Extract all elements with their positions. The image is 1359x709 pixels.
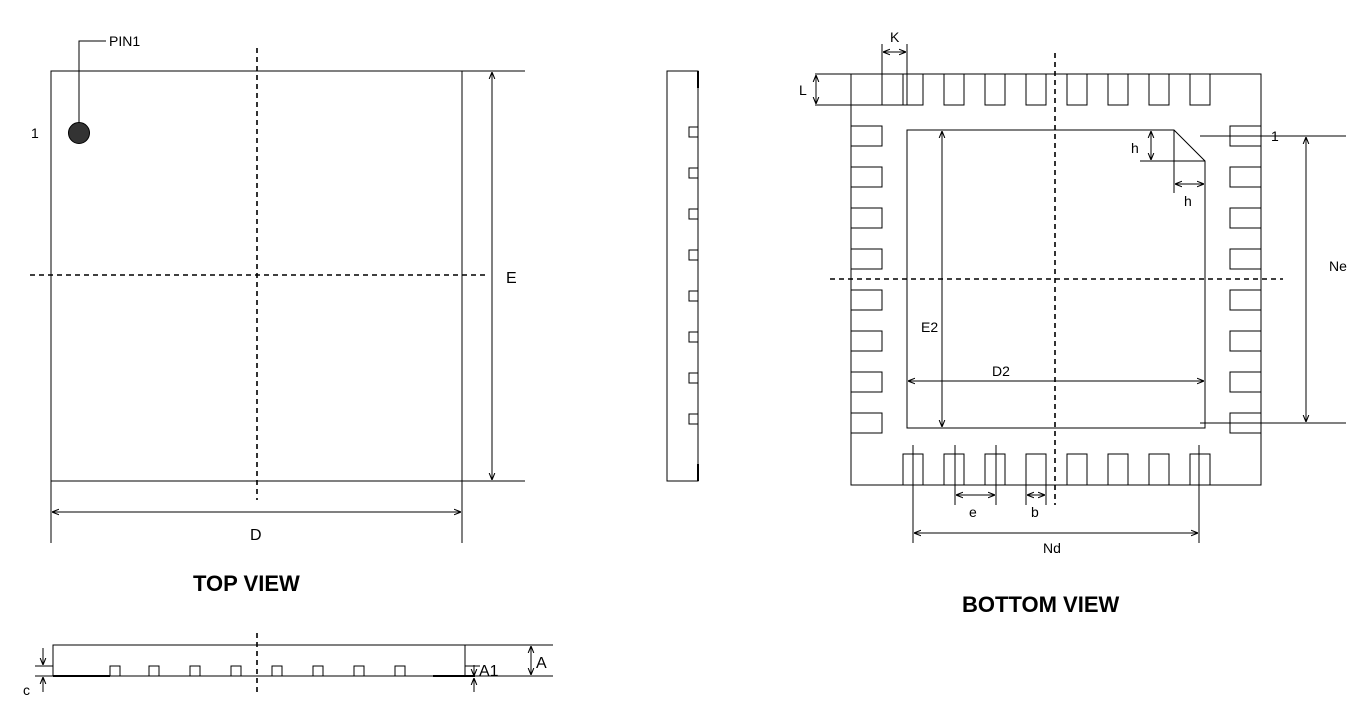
side-pad — [271, 665, 283, 677]
dimension-label-e-pitch: e — [969, 504, 977, 520]
pad-left — [850, 248, 883, 270]
dimension-label-l: L — [799, 82, 807, 98]
side-pad — [230, 665, 242, 677]
pad-left — [850, 125, 883, 147]
pad-left — [850, 412, 883, 434]
dimension-label-d: D — [250, 527, 262, 544]
side-view-horizontal — [35, 633, 553, 692]
pad-top — [1148, 73, 1170, 106]
dimension-label-h: h — [1131, 140, 1139, 156]
pad-top-corner — [881, 73, 908, 106]
pad-right — [1229, 166, 1262, 188]
dimension-label-nd: Nd — [1043, 540, 1061, 556]
pin1-dot — [68, 122, 90, 144]
pad-top — [1189, 73, 1211, 106]
side-pad — [148, 665, 160, 677]
pad-bottom — [1066, 453, 1088, 486]
pad-left — [850, 371, 883, 393]
side-pad — [688, 126, 699, 138]
side-view-pads — [109, 665, 406, 677]
side-view-pads — [688, 126, 699, 425]
side-pad — [688, 413, 699, 425]
side-pad — [688, 372, 699, 384]
pad-bottom — [1107, 453, 1129, 486]
side-pad — [394, 665, 406, 677]
dimension-label-a: A — [536, 655, 547, 672]
dimension-label-c: c — [23, 682, 30, 698]
side-pad — [688, 167, 699, 179]
pad-bottom — [984, 453, 1006, 486]
dimension-label-ne: Ne — [1329, 258, 1347, 274]
pad-left — [850, 207, 883, 229]
dimension-label-e: E — [506, 270, 517, 287]
pin1-leader — [78, 40, 106, 126]
dimension-label-e2: E2 — [921, 319, 938, 335]
bottom-view — [815, 44, 1346, 543]
exposed-pad — [906, 129, 1206, 429]
pad-top — [902, 73, 924, 106]
pad-left — [850, 330, 883, 352]
side-pad — [688, 331, 699, 343]
pad-right — [1229, 207, 1262, 229]
top-view — [30, 40, 525, 543]
pad-top — [1107, 73, 1129, 106]
side-pad — [189, 665, 201, 677]
dimension-label-a1: A1 — [479, 663, 499, 680]
side-pad — [688, 249, 699, 261]
dimension-label-b: b — [1031, 504, 1039, 520]
side-pad — [109, 665, 121, 677]
bottom-view-title: BOTTOM VIEW — [962, 592, 1119, 617]
dimension-label-h: h — [1184, 193, 1192, 209]
pad-left — [850, 289, 883, 311]
side-pad — [688, 208, 699, 220]
side-view-body — [52, 644, 466, 677]
pin-number-label: 1 — [31, 125, 39, 141]
side-view-vertical — [666, 70, 699, 482]
pad-right — [1229, 371, 1262, 393]
pad-top — [943, 73, 965, 106]
bottom-view-pads — [850, 73, 1262, 486]
pin1-label: PIN1 — [109, 33, 140, 49]
pad-right — [1229, 289, 1262, 311]
pad-bottom — [1148, 453, 1170, 486]
pad-bottom — [1025, 453, 1047, 486]
pad-top — [1025, 73, 1047, 106]
side-view-body — [666, 70, 699, 482]
pad-top — [1066, 73, 1088, 106]
pad-right — [1229, 330, 1262, 352]
pad-right — [1229, 248, 1262, 270]
dimension-label-k: K — [890, 29, 900, 45]
pad-left — [850, 166, 883, 188]
pad-bottom — [1189, 453, 1211, 486]
pad-top — [984, 73, 1006, 106]
pin1-marker-label: 1 — [1271, 128, 1279, 144]
dimension-label-d2: D2 — [992, 363, 1010, 379]
pad-bottom — [943, 453, 965, 486]
side-pad — [312, 665, 324, 677]
side-pad — [353, 665, 365, 677]
side-pad — [688, 290, 699, 302]
top-view-title: TOP VIEW — [193, 571, 300, 596]
